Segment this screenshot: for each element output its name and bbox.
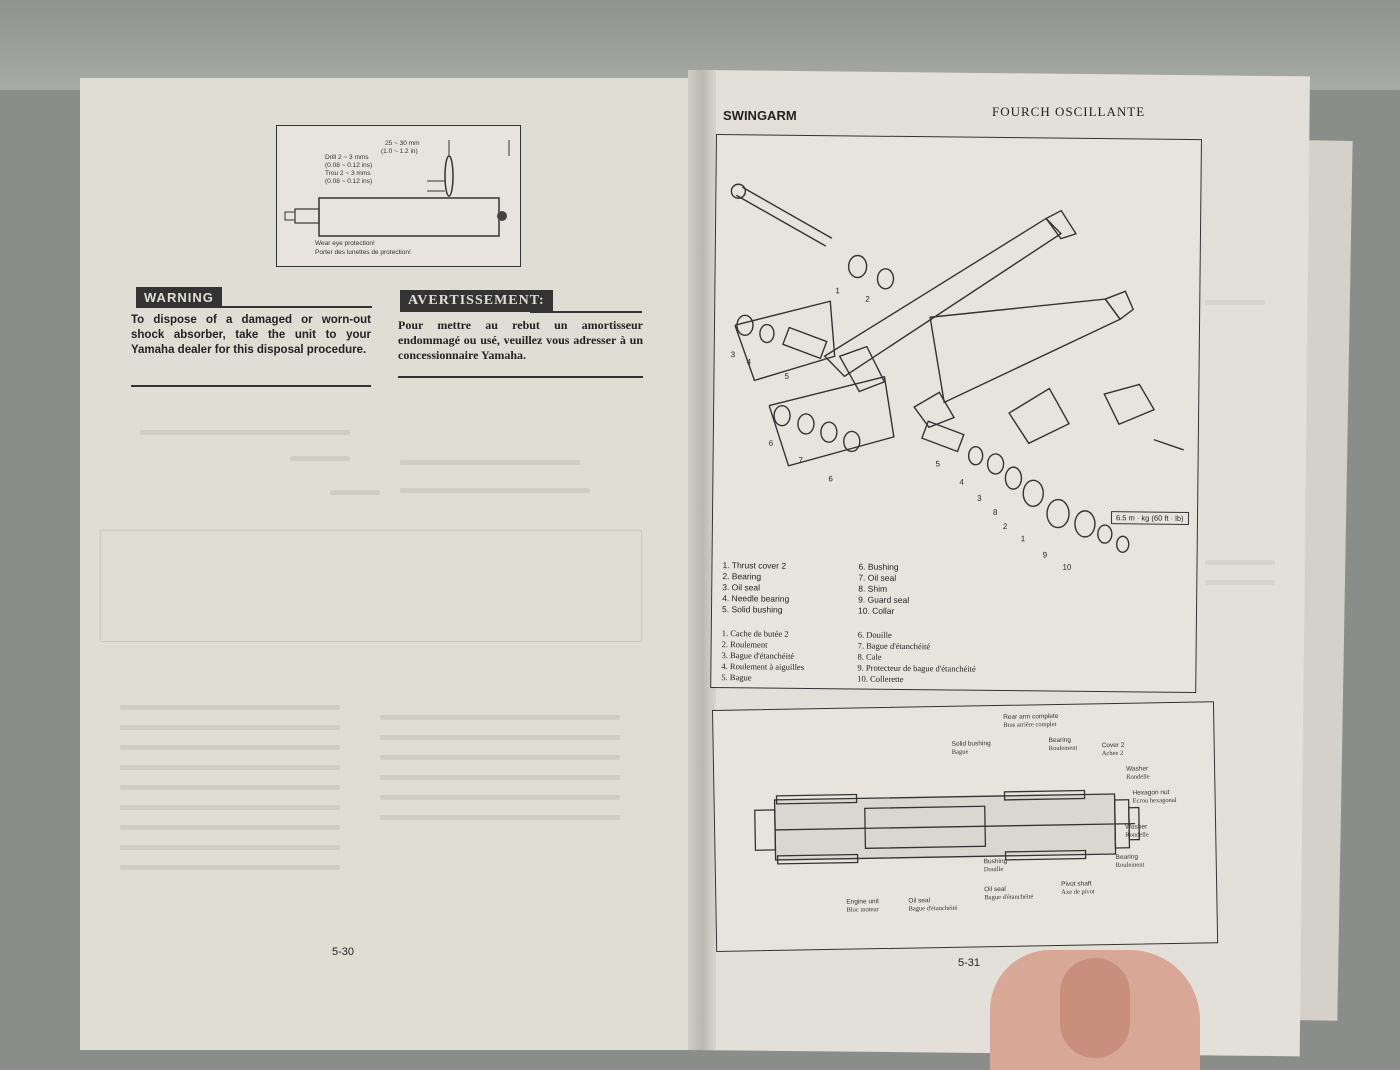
warning-text-fr: Pour mettre au rebut un amortisseur endo… [398, 318, 643, 362]
callout-1b: 1 [1020, 534, 1026, 544]
legend-item: 3. Bague d'étanchéité [721, 650, 795, 661]
callout-3b: 3 [977, 493, 982, 503]
callout-10: 10 [1062, 562, 1072, 572]
callout-9: 9 [1042, 550, 1048, 560]
label-rear-arm-fr: Bras arrière complet [1003, 720, 1057, 729]
legend-item: 9. Guard seal [858, 594, 910, 606]
swingarm-exploded-figure: 1 2 3 4 5 6 7 6 5 4 3 8 2 1 9 10 6.5 m ·… [710, 134, 1202, 694]
label-bearing-fr: Roulement [1048, 744, 1078, 753]
torque-label: 6.5 m · kg (60 ft · lb) [1110, 511, 1189, 525]
callout-1: 1 [835, 286, 840, 296]
label-solid-bushing-fr: Bague [951, 748, 969, 756]
page-number-left: 5-30 [332, 946, 355, 958]
warning-rule-bottom-fr [398, 376, 643, 378]
callout-6a: 6 [768, 438, 774, 448]
callout-4b: 4 [959, 477, 964, 487]
callout-5b: 5 [935, 459, 941, 469]
legend-item: 10. Collar [857, 605, 895, 616]
shock-drill-figure: 25 ~ 30 mm (1.0 ~ 1.2 in) Drill 2 ~ 3 mm… [276, 125, 521, 267]
legend-item: 10. Collerette [857, 673, 904, 684]
legend-en-right: 6. Bushing 7. Oil seal 8. Shim 9. Guard … [858, 562, 910, 618]
label-pivot-fr: Axe de pivot [1061, 888, 1095, 896]
legend-item: 4. Needle bearing [722, 593, 790, 604]
callout-2: 2 [865, 294, 870, 304]
legend-item: 1. Thrust cover 2 [722, 560, 787, 571]
label-hex-nut-fr: Ecrou hexagonal [1132, 796, 1177, 805]
callout-4: 4 [746, 357, 752, 367]
callout-5: 5 [784, 371, 789, 381]
dim-label-in: (1.0 ~ 1.2 in) [381, 148, 418, 155]
drill-fr: Trou 2 ~ 3 mms [325, 170, 371, 177]
callout-8: 8 [993, 507, 998, 517]
label-solid-bushing: Solid bushing [951, 740, 991, 748]
legend-item: 6. Bushing [858, 561, 899, 572]
label-washer-fr: Rondelle [1126, 773, 1150, 781]
legend-item: 8. Shim [858, 583, 888, 594]
label-cover-fr: Achee 2 [1101, 749, 1124, 758]
header-fr: FOURCH OSCILLANTE [992, 104, 1146, 119]
legend-en-left: 1. Thrust cover 2 2. Bearing 3. Oil seal… [722, 560, 790, 616]
label-oil-seal2-fr: Bague d'étanchéité [984, 893, 1034, 902]
finger [1060, 958, 1130, 1058]
legend-fr-left: 1. Cache de butée 2 2. Roulement 3. Bagu… [721, 628, 804, 684]
label-bearing2-fr: Roulement [1115, 861, 1145, 869]
warning-text-en: To dispose of a damaged or worn-out shoc… [131, 314, 371, 356]
legend-item: 2. Bearing [722, 571, 762, 582]
warning-rule-top-en [216, 306, 372, 308]
label-bushing-fr: Douille [983, 865, 1004, 874]
legend-item: 7. Oil seal [858, 572, 897, 583]
warning-rule-bottom-en [131, 385, 371, 387]
warning-tag-en: WARNING [136, 287, 222, 308]
legend-item: 5. Solid bushing [721, 604, 783, 615]
legend-item: 3. Oil seal [722, 582, 761, 593]
callout-6b: 6 [828, 474, 833, 484]
swingarm-cross-section-figure: Rear arm complete Bras arrière complet S… [712, 701, 1219, 952]
header-en: SWINGARM [723, 108, 797, 123]
legend-item: 1. Cache de butée 2 [721, 628, 789, 639]
legend-item: 5. Bague [721, 672, 752, 683]
drill-en-in: (0.08 ~ 0.12 ins) [325, 162, 373, 169]
legend-fr-right: 6. Douille 7. Bague d'étanchéité 8. Cale… [857, 630, 976, 686]
bleed-through [140, 430, 350, 435]
page-number-right: 5-31 [958, 957, 981, 969]
drill-fr-in: (0.08 ~ 0.12 ins) [325, 178, 373, 185]
callout-2b: 2 [1002, 522, 1008, 532]
label-washer2-fr: Rondelle [1125, 831, 1149, 839]
swingarm-exploded-drawing [730, 183, 1184, 553]
shock-absorber-drawing [284, 140, 510, 237]
legend-item: 2. Roulement [721, 639, 768, 650]
label-engine-fr: Bloc moteur [846, 906, 879, 914]
dim-label: 25 ~ 30 mm [385, 140, 420, 147]
callout-3: 3 [730, 350, 736, 360]
caption-fr: Porter des lunettes de protection! [315, 249, 411, 256]
label-oil-seal-fr: Bague d'étanchéité [908, 904, 958, 913]
drill-en: Drill 2 ~ 3 mms [325, 154, 369, 161]
legend-item: 4. Roulement à aiguilles [721, 661, 805, 672]
callout-7: 7 [798, 455, 804, 465]
warning-tag-fr: AVERTISSEMENT: [400, 290, 553, 312]
cross-section-drawing [754, 789, 1140, 865]
warning-rule-top-fr [530, 311, 642, 313]
caption-en: Wear eye protection! [315, 240, 375, 247]
